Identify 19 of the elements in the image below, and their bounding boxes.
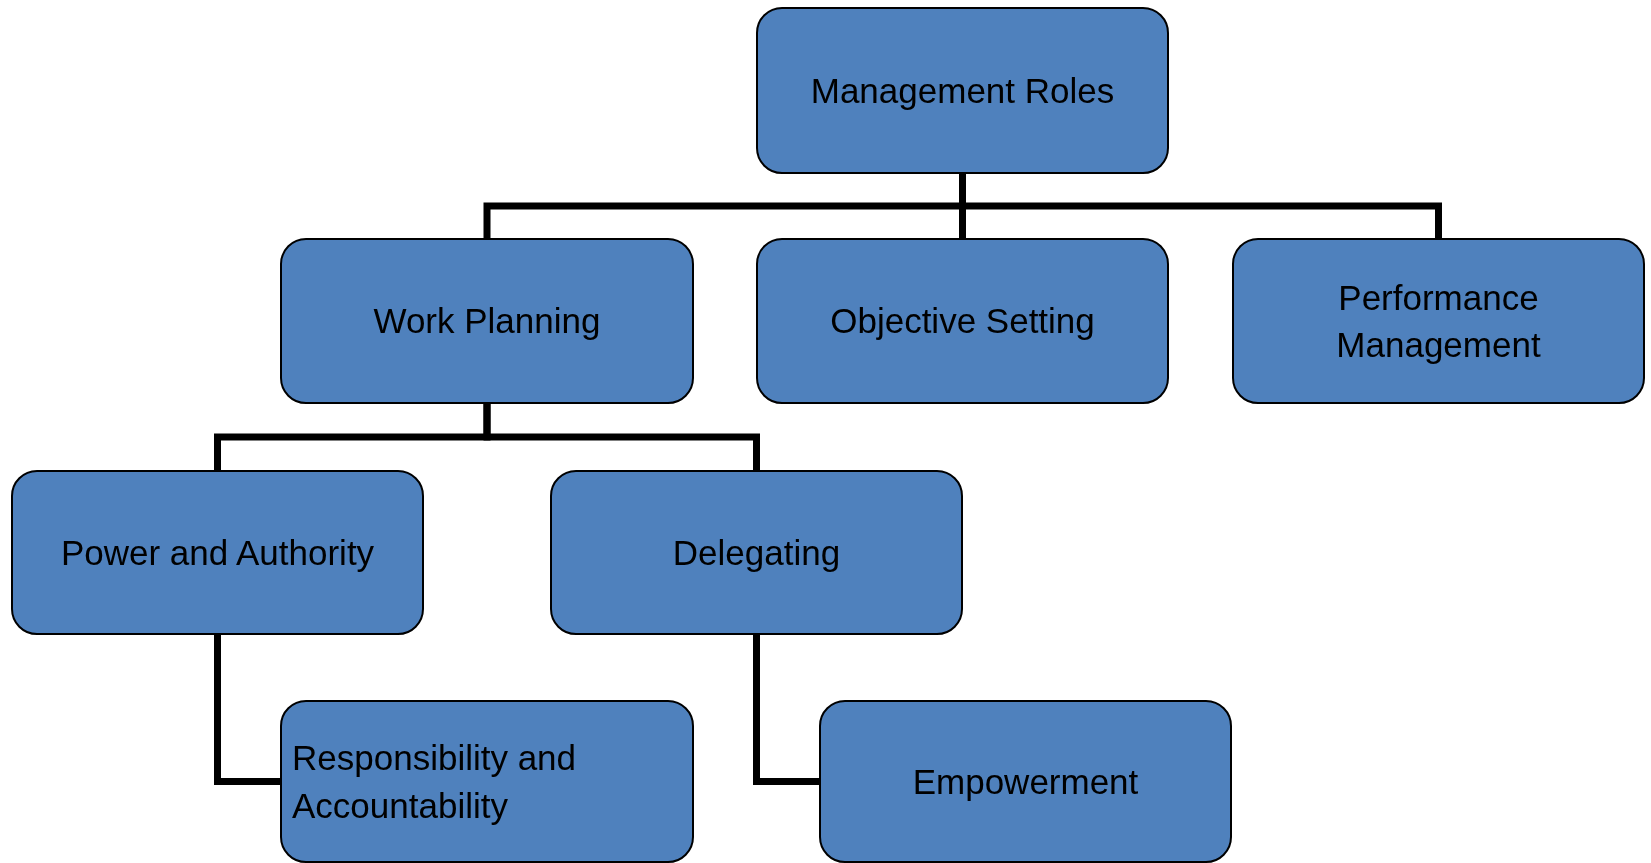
role-box — [756, 238, 1169, 404]
box-label: Objective Setting — [830, 300, 1095, 343]
box-label: Delegating — [672, 531, 841, 574]
connector-line — [753, 635, 819, 785]
box-label: Empowerment — [912, 760, 1139, 803]
box-label: Power and Authority — [60, 531, 375, 574]
box-label: Performance Management — [1335, 276, 1542, 366]
role-box — [280, 238, 694, 404]
connector-line — [483, 404, 760, 470]
role-box — [756, 7, 1169, 174]
role-box — [11, 470, 424, 635]
box-label: Work Planning — [373, 300, 601, 343]
role-box — [280, 700, 694, 863]
role-box — [1232, 238, 1645, 404]
role-box — [550, 470, 963, 635]
connector-line — [214, 635, 280, 785]
box-label: Responsibility and Accountability — [292, 737, 578, 827]
role-box — [819, 700, 1232, 863]
box-label: Management Roles — [810, 69, 1115, 112]
